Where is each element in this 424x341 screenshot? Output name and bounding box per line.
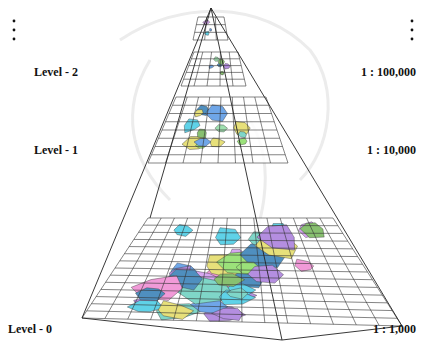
level-label: Level - 1 xyxy=(34,144,78,156)
grid-line xyxy=(320,218,379,325)
grid-line xyxy=(181,52,194,86)
grid-line xyxy=(229,52,233,86)
plane-fill xyxy=(193,17,228,40)
grid-line xyxy=(224,17,228,40)
grid-line xyxy=(194,52,203,86)
grid-line xyxy=(110,275,372,280)
grid-line xyxy=(82,318,402,326)
map-parcel xyxy=(206,105,228,122)
grid-line xyxy=(238,52,246,86)
map-parcel xyxy=(136,288,166,301)
grid-line xyxy=(184,79,245,80)
grid-line xyxy=(159,138,280,139)
scale-label: 1 : 100,000 xyxy=(361,66,416,78)
grid-line xyxy=(193,17,198,40)
grid-line xyxy=(255,97,271,163)
grid-line xyxy=(91,304,392,311)
grid-line xyxy=(87,311,397,318)
grid-line xyxy=(232,97,235,163)
grid-line xyxy=(333,218,402,326)
map-parcel xyxy=(227,288,248,299)
map-parcel xyxy=(216,228,241,245)
pyramid-edges xyxy=(82,8,402,340)
grid-line xyxy=(155,146,283,147)
map-parcel xyxy=(210,138,225,147)
map-parcel xyxy=(184,119,200,133)
map-parcel xyxy=(131,276,182,301)
map-parcel xyxy=(220,71,224,75)
grid-line xyxy=(181,86,246,87)
grid-line xyxy=(115,268,368,272)
scale-label: 1 : 1,000 xyxy=(373,323,416,335)
grid-line xyxy=(189,65,241,66)
grid-line xyxy=(186,72,243,73)
grid-line xyxy=(191,58,239,59)
map-parcel xyxy=(210,29,212,32)
map-parcel xyxy=(215,125,228,132)
plane-fill xyxy=(82,218,402,326)
map-parcel xyxy=(224,64,231,69)
grid-line xyxy=(194,52,238,53)
grid-line xyxy=(195,32,227,33)
grid-line xyxy=(244,97,254,163)
level-plane xyxy=(193,17,228,40)
grid-line xyxy=(220,52,221,86)
map-parcel xyxy=(257,225,295,250)
map-parcel xyxy=(295,259,314,271)
map-parcel xyxy=(194,138,211,146)
level-label: Level - 2 xyxy=(34,66,78,78)
grid-line xyxy=(162,130,277,131)
grid-line xyxy=(148,163,288,164)
map-parcel xyxy=(238,132,246,138)
scale-label: 1 : 10,000 xyxy=(367,144,416,156)
level-label: Level - 0 xyxy=(8,323,52,335)
level-plane xyxy=(82,218,402,326)
grid-line xyxy=(152,154,286,155)
grid-line xyxy=(207,52,212,86)
grid-line xyxy=(198,17,224,18)
